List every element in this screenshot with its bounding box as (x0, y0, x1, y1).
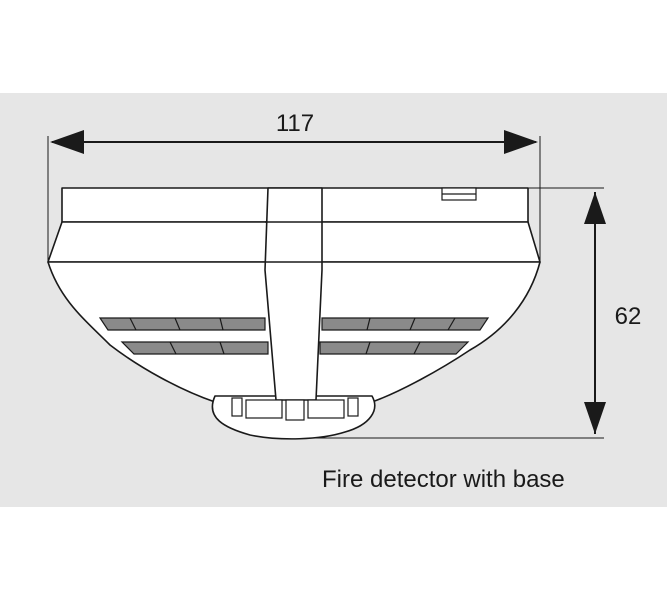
latch-tab-body (264, 187, 323, 401)
vent-rib (219, 341, 225, 355)
vent-rib (219, 317, 224, 331)
width-dimension-label: 117 (275, 110, 315, 137)
width-arrowhead-right (504, 130, 538, 154)
dome-clip-left (231, 397, 243, 417)
vent-rib (169, 341, 177, 355)
vent-rib (409, 317, 416, 331)
width-arrowhead-left (50, 130, 84, 154)
vent-rib (413, 341, 421, 355)
diagram-caption: Fire detector with base (322, 466, 565, 493)
height-dimension-label: 62 (614, 303, 642, 330)
width-dimension (47, 130, 541, 262)
vent-rib (447, 317, 456, 331)
front-latch-tab (264, 187, 323, 401)
vent-rib (365, 341, 371, 355)
dome-inner-details (231, 397, 359, 421)
vent-upper-left (98, 317, 266, 331)
vent-rib (129, 317, 137, 331)
dome-center-key (285, 399, 305, 421)
height-dimension (310, 187, 606, 439)
dome-block-left (245, 399, 283, 419)
vent-lower-left (120, 341, 269, 355)
base-indicator (441, 187, 477, 201)
vent-lower-right (319, 341, 470, 355)
vent-upper-right (321, 317, 490, 331)
vent-rib (174, 317, 181, 331)
vent-rib (366, 317, 371, 331)
dome-block-right (307, 399, 345, 419)
height-arrowhead-bottom (584, 402, 606, 434)
dome-clip-right (347, 397, 359, 417)
height-arrowhead-top (584, 192, 606, 224)
vent-slots (98, 317, 490, 355)
